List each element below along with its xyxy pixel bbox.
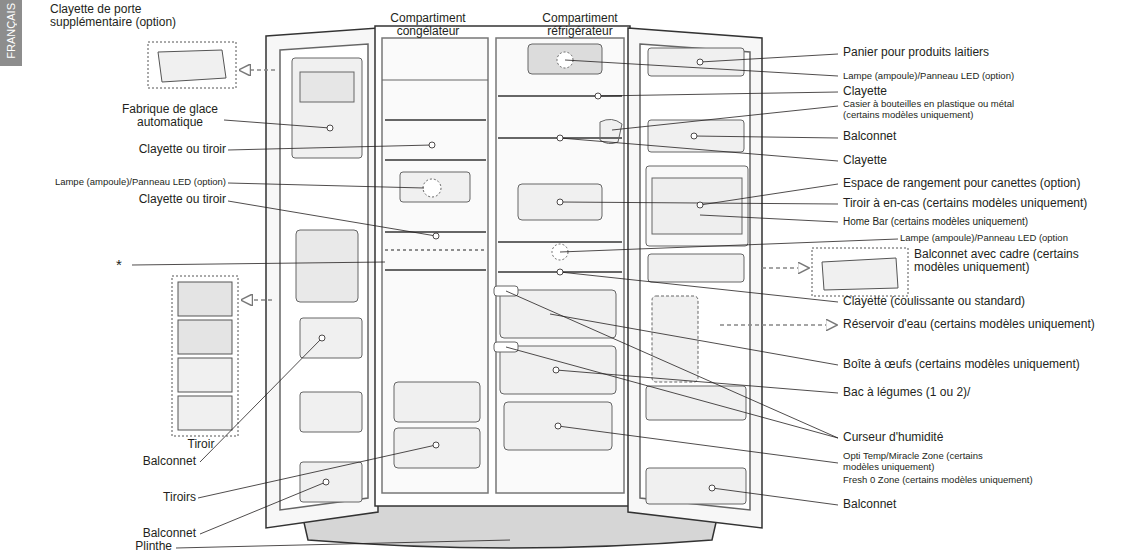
part-label: Casier à bouteilles en plastique ou méta…: [843, 99, 1043, 120]
part-label: Panier pour produits laitiers: [843, 46, 1123, 59]
part-label: Clayette: [843, 85, 1123, 98]
part-label: Fresh 0 Zone (certains modèles uniquemen…: [843, 475, 1103, 486]
part-label: Clayette: [843, 154, 1123, 167]
part-label: Tiroir: [170, 438, 232, 451]
part-label: Balconnet: [843, 130, 1123, 143]
part-label: Balconnet: [843, 498, 1123, 511]
part-label: Plinthe: [72, 540, 172, 553]
language-tab: FRANÇAIS: [0, 0, 22, 66]
part-label: Balconnet avec cadre (certains modèles u…: [914, 248, 1080, 275]
part-label: Opti Temp/Miracle Zone (certains modèles…: [843, 451, 1008, 472]
part-label: Balconnet: [96, 455, 196, 468]
part-label: Curseur d'humidité: [843, 431, 1123, 444]
part-label: Clayette ou tiroir: [118, 143, 226, 156]
part-label: Balconnet: [96, 527, 196, 540]
part-label: Réservoir d'eau (certains modèles unique…: [843, 318, 1127, 331]
part-label: Home Bar (certains modèles uniquement): [843, 216, 1123, 227]
part-label: Lampe (ampoule)/Panneau LED (option): [843, 71, 1123, 82]
part-label: Tiroir à en-cas (certains modèles unique…: [843, 197, 1123, 210]
part-label: Espace de rangement pour canettes (optio…: [843, 177, 1123, 190]
part-label: Fabrique de glace automatique: [118, 103, 222, 130]
part-label: Tiroirs: [96, 491, 196, 504]
part-label: Clayette de porte supplémentaire (option…: [50, 3, 190, 30]
part-label: Clayette ou tiroir: [118, 193, 226, 206]
tab-text: FRANÇAIS: [4, 3, 18, 59]
part-label: *: [116, 257, 130, 274]
part-label: Lampe (ampoule)/Panneau LED (option): [0, 177, 226, 188]
part-label: Compartiment congélateur: [380, 12, 476, 39]
part-label: Boîte à œufs (certains modèles uniquemen…: [843, 358, 1123, 371]
part-label: Compartiment réfrigérateur: [532, 12, 628, 39]
part-label: Bac à légumes (1 ou 2)/: [843, 386, 1123, 399]
part-label: Lampe (ampoule)/Panneau LED (option: [900, 233, 1126, 244]
part-label: Clayette (coulissante ou standard): [843, 295, 1123, 308]
